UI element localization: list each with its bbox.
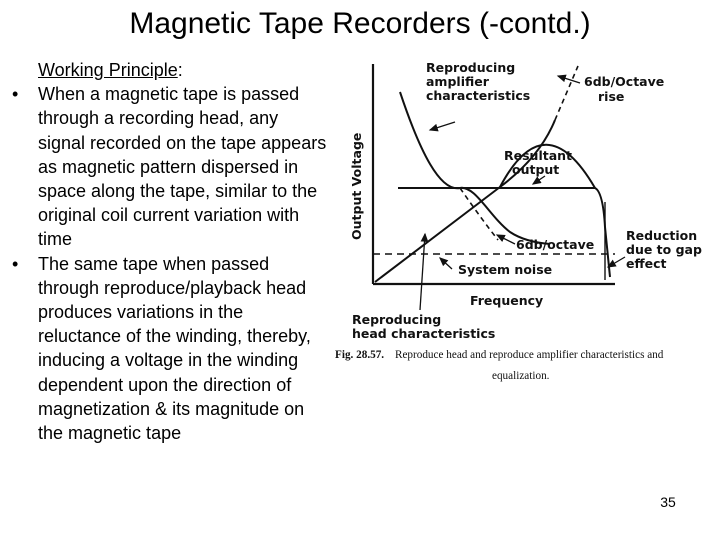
section-heading-colon: : bbox=[177, 60, 183, 80]
label-resultant-2: output bbox=[512, 162, 559, 177]
bullet-item-2: • The same tape when passed through repr… bbox=[12, 252, 327, 446]
head-characteristic-line bbox=[374, 119, 556, 283]
label-amp-2: amplifier bbox=[426, 74, 490, 89]
y-axis-label: Output Voltage bbox=[349, 133, 364, 240]
falloff-dashed bbox=[459, 187, 499, 241]
label-falloff: 6db/octave bbox=[516, 237, 594, 252]
bullet-text-1: When a magnetic tape is passed through a… bbox=[38, 84, 327, 250]
text-column: Working Principle: • When a magnetic tap… bbox=[12, 58, 327, 445]
amplifier-curve bbox=[399, 91, 551, 245]
label-reduction-2: due to gap bbox=[626, 242, 702, 257]
bullet-marker: • bbox=[12, 253, 19, 274]
label-reduction-3: effect bbox=[626, 256, 666, 271]
bullet-marker: • bbox=[12, 84, 19, 105]
resultant-label-arrow bbox=[531, 175, 546, 185]
section-heading: Working Principle: bbox=[12, 58, 327, 82]
diagram-svg: Output Voltage Reproducing amplifier cha… bbox=[335, 60, 702, 382]
bullet-item-1: • When a magnetic tape is passed through… bbox=[12, 82, 327, 251]
label-rise-1: 6db/Octave bbox=[584, 74, 664, 89]
x-axis-label: Frequency bbox=[470, 293, 543, 308]
label-reduction-1: Reduction bbox=[626, 228, 697, 243]
label-amp-1: Reproducing bbox=[426, 60, 515, 75]
amp-label-arrow bbox=[428, 121, 456, 132]
page-number: 35 bbox=[660, 494, 676, 510]
label-rise-2: rise bbox=[598, 89, 624, 104]
slide-title: Magnetic Tape Recorders (-contd.) bbox=[129, 7, 591, 40]
section-heading-text: Working Principle bbox=[38, 60, 178, 80]
figure-equalization-diagram: Output Voltage Reproducing amplifier cha… bbox=[335, 52, 720, 392]
falloff-label-arrow bbox=[495, 234, 516, 245]
gap-effect-curve bbox=[499, 143, 596, 189]
rise-extension-dashed bbox=[554, 65, 579, 121]
head-label-arrow bbox=[419, 232, 429, 311]
label-head-2: head characteristics bbox=[352, 326, 495, 341]
noise-label-arrow bbox=[439, 257, 453, 270]
label-head-1: Reproducing bbox=[352, 312, 441, 327]
rise-label-arrow bbox=[556, 74, 581, 84]
label-amp-3: characteristics bbox=[426, 88, 530, 103]
caption-text-2: equalization. bbox=[492, 370, 550, 382]
caption-number: Fig. 28.57. bbox=[335, 349, 384, 361]
label-noise: System noise bbox=[458, 262, 552, 277]
reduction-label-arrow bbox=[606, 256, 626, 268]
label-resultant-1: Resultant bbox=[504, 148, 572, 163]
bullet-text-2: The same tape when passed through reprod… bbox=[38, 253, 311, 444]
caption-text-1: Reproduce head and reproduce amplifier c… bbox=[395, 349, 664, 361]
